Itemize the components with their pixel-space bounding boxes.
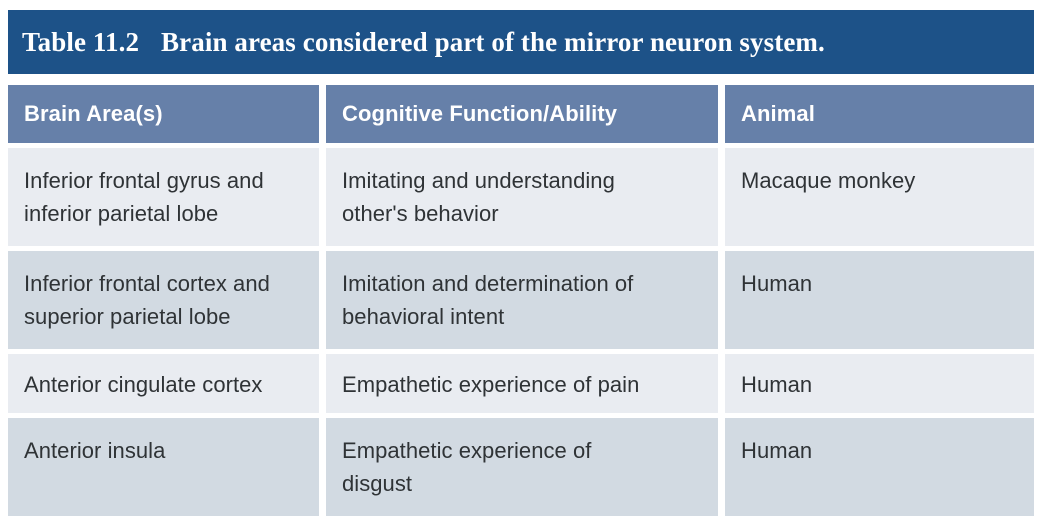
cell-animal: Human [725, 354, 1034, 418]
cell-line: Anterior insula [24, 438, 166, 463]
cell-line: Empathetic experience of [342, 438, 592, 463]
table-number: Table 11.2 [22, 26, 140, 57]
cell-line: Human [741, 372, 813, 397]
cell-line: Anterior cingulate cortex [24, 372, 263, 397]
cell-line: Macaque monkey [741, 168, 916, 193]
cell-line: Imitating and understanding [342, 168, 615, 193]
column-header-brain-area: Brain Area(s) [8, 85, 326, 148]
mirror-neuron-table: Brain Area(s) Cognitive Function/Ability… [8, 85, 1034, 516]
cell-line: Inferior frontal gyrus and [24, 168, 264, 193]
table-header-row: Brain Area(s) Cognitive Function/Ability… [8, 85, 1034, 148]
cell-cognitive-function: Empathetic experience of disgust [326, 418, 725, 516]
cell-line: other's behavior [342, 201, 499, 226]
cell-cognitive-function: Imitating and understanding other's beha… [326, 148, 725, 251]
table-body: Inferior frontal gyrus and inferior pari… [8, 148, 1034, 516]
cell-line: Inferior frontal cortex and [24, 271, 270, 296]
table-row: Inferior frontal cortex and superior par… [8, 251, 1034, 354]
column-header-cognitive-function: Cognitive Function/Ability [326, 85, 725, 148]
cell-cognitive-function: Empathetic experience of pain [326, 354, 725, 418]
table-row: Inferior frontal gyrus and inferior pari… [8, 148, 1034, 251]
table-figure: Table 11.2 Brain areas considered part of… [8, 10, 1034, 516]
cell-brain-area: Anterior cingulate cortex [8, 354, 326, 418]
cell-line: Empathetic experience of pain [342, 372, 640, 397]
cell-brain-area: Inferior frontal gyrus and inferior pari… [8, 148, 326, 251]
table-row: Anterior cingulate cortex Empathetic exp… [8, 354, 1034, 418]
cell-line: behavioral intent [342, 304, 505, 329]
cell-line: Human [741, 438, 813, 463]
cell-line: Imitation and determination of [342, 271, 634, 296]
cell-line: disgust [342, 471, 413, 496]
cell-line: Human [741, 271, 813, 296]
table-caption-bar: Table 11.2 Brain areas considered part of… [8, 10, 1034, 74]
table-title: Brain areas considered part of the mirro… [161, 26, 825, 57]
table-header: Brain Area(s) Cognitive Function/Ability… [8, 85, 1034, 148]
cell-line: inferior parietal lobe [24, 201, 219, 226]
table-row: Anterior insula Empathetic experience of… [8, 418, 1034, 516]
cell-cognitive-function: Imitation and determination of behaviora… [326, 251, 725, 354]
table-caption: Table 11.2 Brain areas considered part of… [8, 27, 825, 58]
cell-brain-area: Anterior insula [8, 418, 326, 516]
column-header-animal: Animal [725, 85, 1034, 148]
cell-animal: Human [725, 418, 1034, 516]
cell-brain-area: Inferior frontal cortex and superior par… [8, 251, 326, 354]
cell-animal: Macaque monkey [725, 148, 1034, 251]
cell-line: superior parietal lobe [24, 304, 231, 329]
cell-animal: Human [725, 251, 1034, 354]
